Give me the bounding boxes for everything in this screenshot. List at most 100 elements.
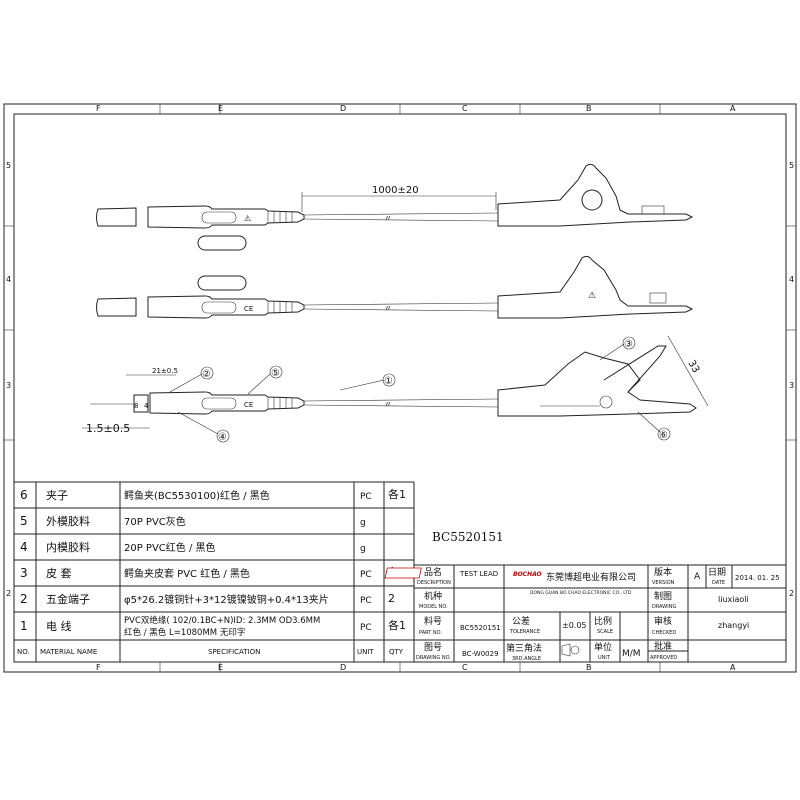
unit-cn: 单位 (594, 641, 612, 653)
date-en: DATE (712, 580, 725, 586)
bom-row-qty: 各1 (388, 487, 406, 501)
header-no: NO. (17, 648, 30, 656)
third-angle-projection-icon (561, 643, 580, 657)
bom-row-qty: 2 (388, 592, 395, 605)
bom-row-no: 6 (20, 488, 28, 502)
unit-val: M/M (622, 649, 641, 659)
logo-text: BOCHAO (513, 571, 542, 578)
probe-sleeve (96, 207, 137, 227)
pin-stub (133, 394, 149, 413)
callout-2: ② (202, 369, 211, 380)
bom-row-spec: φ5*26.2镀铜针+3*12镀镍铍铜+0.4*13夹片 (124, 593, 329, 606)
callout-1: ① (384, 376, 393, 387)
version-val: A (694, 572, 701, 582)
checked-val: zhangyi (718, 621, 749, 630)
bom-row-no: 5 (20, 514, 28, 528)
checked-cn: 审核 (654, 615, 672, 627)
bom-row-material: 皮 套 (46, 567, 72, 580)
warning-icon: ⚠ (588, 291, 596, 301)
name-cn: 品名 (424, 566, 442, 578)
company-en: DONG GUAN BO CHAO ELECTRONIC CO., LTD (530, 590, 632, 596)
bom-row-spec-line2: 红色 / 黑色 L=1080MM 无印字 (124, 627, 245, 638)
cap-oval (197, 235, 247, 251)
drawing-cn: 图号 (424, 642, 442, 653)
dim-8: 8 (134, 402, 138, 410)
model-cn: 机种 (424, 590, 442, 602)
callout-4: ④ (218, 432, 227, 443)
dim-21: 21±0.5 (152, 367, 178, 375)
jaw-upper (603, 345, 667, 393)
scale-en: SCALE (597, 629, 613, 635)
test-lead-top: ⚠ 〃 1000±20 (96, 163, 694, 229)
part-en: PART NO. (419, 630, 442, 636)
tolerance-cn: 公差 (512, 615, 530, 627)
bom-row-qty: 各1 (388, 618, 406, 632)
bom-row-unit: PC (360, 492, 372, 502)
bom-row-material: 外模胶料 (46, 514, 90, 528)
header-unit: UNIT (357, 648, 374, 656)
title-block (414, 564, 786, 662)
angle-cn: 第三角法 (506, 642, 542, 654)
row-label: 3 (6, 381, 11, 390)
callouts: ① ② ③ ④ ⑤ ⑥ (169, 336, 671, 443)
probe-sleeve (96, 297, 137, 317)
header-spec: SPECIFICATION (208, 648, 260, 656)
row-label: 5 (6, 161, 11, 170)
approved-cn: 批准 (654, 640, 672, 652)
bom-row-unit: PC (360, 570, 372, 580)
alligator-clip (497, 255, 694, 319)
version-en: VERSION (652, 580, 675, 586)
bom-row-unit: PC (360, 623, 372, 633)
bom-table (14, 481, 415, 662)
bom-row-no: 4 (20, 540, 28, 554)
break-symbol: 〃 (384, 304, 392, 313)
bom-row-no: 1 (20, 619, 28, 633)
company-logo (384, 567, 422, 579)
cap-oval (197, 275, 247, 291)
col-label: F (96, 663, 101, 672)
test-lead-middle: CE 〃 ⚠ (96, 255, 694, 319)
bom-row-unit: g (360, 518, 366, 528)
drawn-cn: 制图 (654, 590, 672, 602)
version-cn: 版本 (654, 566, 672, 578)
row-label: 4 (6, 275, 11, 284)
dim-pin: 1.5±0.5 (86, 422, 130, 435)
bom-row-spec: 20P PVC红色 / 黑色 (124, 541, 216, 554)
warning-icon: ⚠ (244, 214, 251, 223)
bom-row-no: 2 (20, 592, 28, 606)
row-label: 2 (789, 589, 794, 598)
zone-labels: F E D C B A F E D C B A 5 4 3 2 5 4 3 2 (6, 104, 794, 672)
model-en: MODEL NO. (419, 604, 448, 610)
bom-row-unit: PC (360, 596, 372, 606)
zone-ticks (4, 104, 796, 672)
col-label: A (730, 104, 736, 113)
bom-row-unit: g (360, 544, 366, 554)
callout-6: ⑥ (659, 430, 668, 441)
ce-mark: CE (244, 305, 253, 313)
alligator-clip-open (497, 351, 697, 417)
row-label: 4 (789, 275, 794, 284)
name-en: DESCRIPTION (417, 580, 451, 586)
bom-row-material: 五金端子 (46, 592, 90, 606)
bom-row-material: 夹子 (46, 489, 68, 502)
angle-en: 3RD.ANGLE (512, 656, 541, 662)
part-cn: 料号 (424, 615, 442, 627)
row-label: 5 (789, 161, 794, 170)
col-label: A (730, 663, 736, 672)
name-val: TEST LEAD (459, 570, 498, 578)
break-symbol: 〃 (384, 214, 392, 223)
checked-en: CHECKED (652, 630, 676, 636)
test-lead-detail: CE 〃 21±0.5 8 4 1.5±0.5 33 (82, 335, 709, 435)
part-val: BC5520151 (460, 624, 501, 632)
bom-row-spec: 鳄鱼夹皮套 PVC 红色 / 黑色 (124, 567, 250, 580)
plug-body (147, 295, 305, 319)
bom-row-spec: 鳄鱼夹(BC5530100)红色 / 黑色 (124, 489, 270, 502)
row-label: 2 (6, 589, 11, 598)
header-qty: QTY (389, 648, 404, 656)
company-cn: 东莞博超电业有限公司 (546, 571, 636, 583)
callout-5: ⑤ (271, 368, 280, 379)
col-label: E (218, 104, 223, 113)
date-cn: 日期 (708, 567, 726, 578)
